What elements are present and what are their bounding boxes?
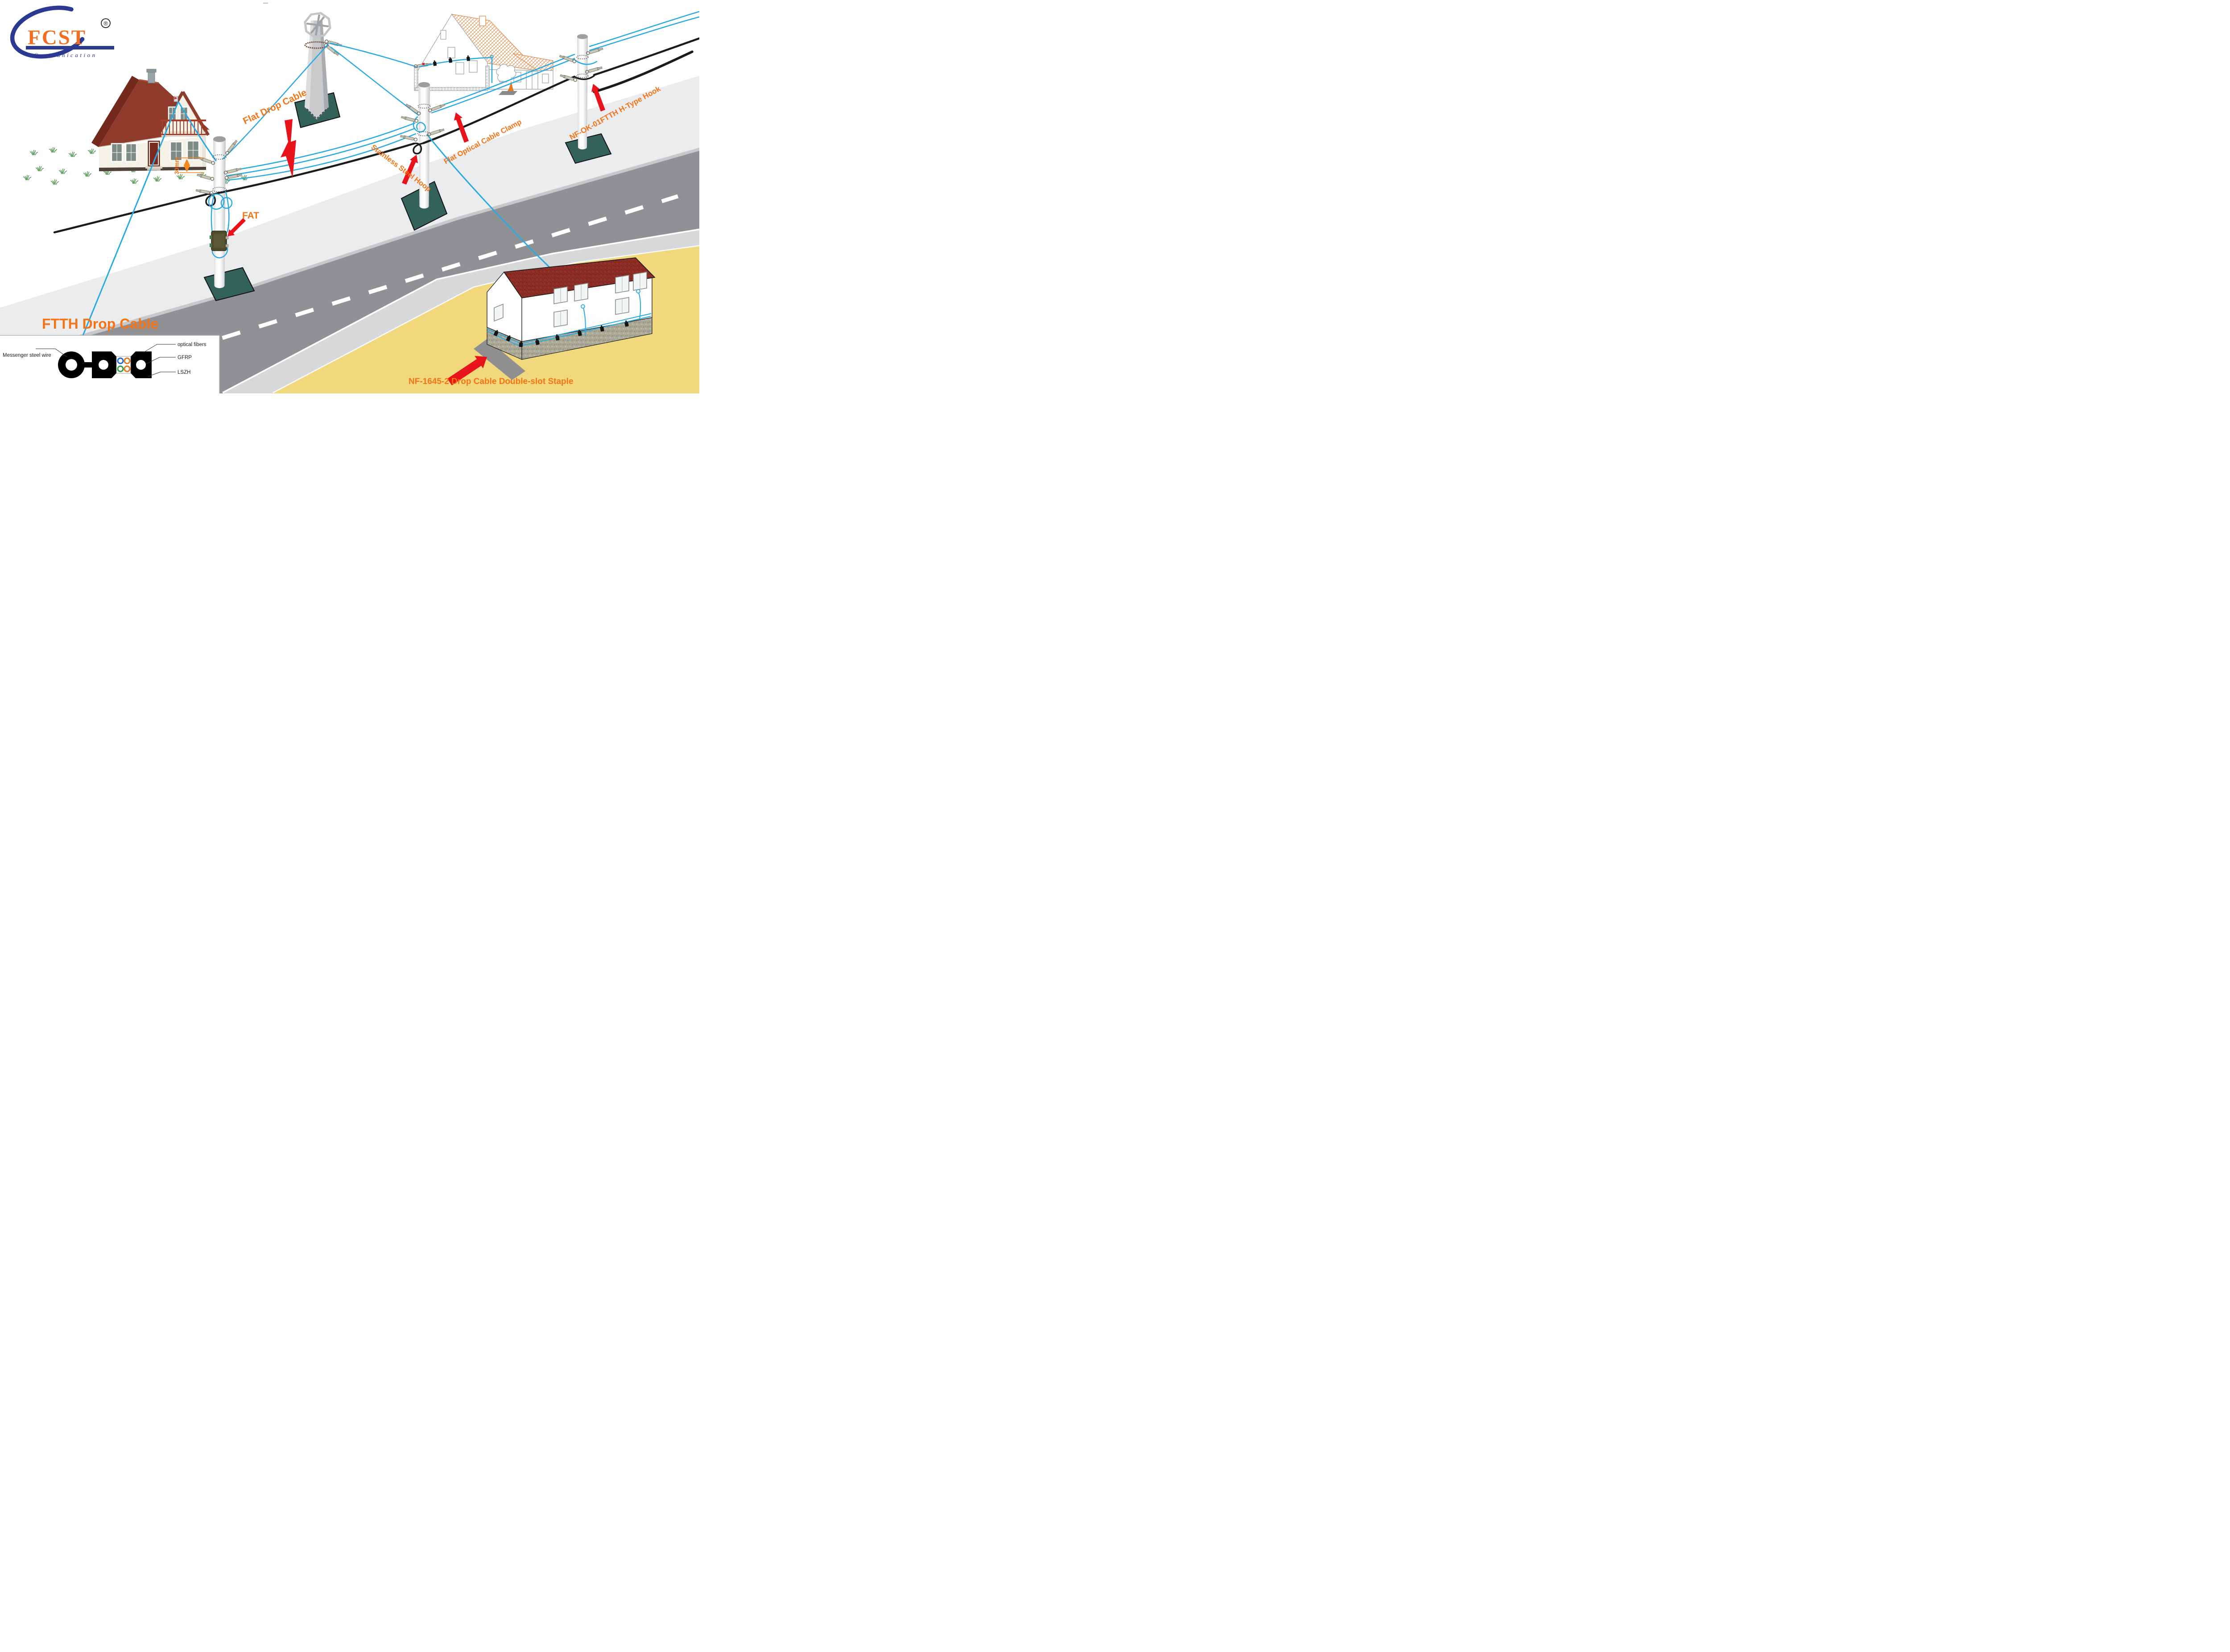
ground [0, 76, 699, 393]
house2-facade-cable [419, 55, 494, 83]
fcst-logo: FCST ® Communication [10, 5, 114, 59]
house-to-pole1 [178, 102, 217, 161]
optical-fibers-label: optical fibers [178, 342, 206, 347]
tower [294, 12, 343, 128]
balcony [161, 120, 206, 137]
pole-1 [203, 136, 255, 301]
window-mullions [560, 273, 640, 326]
stone-quoins [485, 66, 490, 90]
fiber-blue [117, 357, 124, 364]
pole-top [418, 82, 430, 87]
fiber-green [117, 365, 124, 372]
house-left [91, 69, 210, 171]
gfrp-hole-right [136, 360, 146, 370]
cables [53, 11, 699, 336]
ftth-installation-diagram: 30mm Flat Drop Cable Stainless Steel Hoo… [0, 0, 699, 393]
logo-bar [26, 46, 114, 50]
svg-text:®: ® [103, 20, 108, 27]
fat-label: FAT [242, 211, 259, 221]
staple-label: NF-1645-2 Drop Cable Double-slot Staple [409, 377, 574, 386]
gap-30mm-label: 30mm [173, 157, 180, 174]
window-muntins [112, 141, 199, 161]
ground-shadow [474, 339, 525, 380]
house-bottom-right [474, 257, 656, 380]
logo-tagline: Communication [34, 52, 97, 58]
tree-trunk [508, 81, 514, 91]
road-center-dashes [75, 194, 679, 386]
arrow-fat [227, 218, 246, 236]
tower-wheel [304, 12, 331, 38]
messenger-label: Messenger steel wire [3, 353, 51, 358]
tree-ground [499, 91, 517, 95]
fiber-orange [124, 357, 131, 364]
ftth-cable-inset: FTTH Drop Cable optical fibers GFRP LSZH [0, 316, 220, 393]
red-marker [422, 63, 425, 65]
pole-base [565, 133, 612, 164]
cable-cross-section [58, 351, 152, 378]
fiber-orange2 [124, 365, 131, 372]
tower-to-pole2 [330, 46, 419, 116]
tower-to-pole1 [222, 43, 329, 160]
logo-wordmark: FCST [28, 26, 87, 49]
arrow-h-type-hook [591, 84, 605, 112]
inset-leaders [36, 344, 176, 377]
red-marker [174, 97, 178, 99]
arrow-stainless-hoop [402, 155, 418, 185]
registered-mark: ® [101, 18, 111, 28]
chimney [146, 69, 157, 83]
road-shoulder-shadow [0, 148, 699, 361]
gable-roof-edge [181, 91, 210, 136]
gable-cable-device [173, 96, 178, 102]
arrow-flat-drop-cable [281, 119, 296, 178]
lszh-label: LSZH [178, 370, 190, 375]
arrow-staple [447, 356, 487, 385]
pole-body [418, 85, 430, 209]
tower-hoop [304, 41, 329, 49]
drop-cables [82, 11, 699, 336]
tree [496, 64, 516, 82]
fat-box [210, 231, 229, 251]
pole-hardware [195, 46, 604, 195]
far-sidewalk [223, 230, 699, 393]
entry-door [526, 71, 538, 90]
pole-2 [401, 82, 448, 231]
pole-top [577, 34, 588, 39]
arrow-cable-clamp [454, 112, 469, 143]
tower-foot-dashed [306, 107, 328, 120]
gap-30mm-marker: 30mm [173, 157, 204, 174]
pole2-to-bottom-house [426, 134, 552, 269]
roof-left-slope [91, 76, 139, 147]
chimney-outline [479, 16, 486, 26]
roof [503, 257, 656, 298]
sidewalk [0, 76, 699, 361]
road [0, 151, 699, 393]
gable-windows [168, 106, 189, 121]
gfrp-label: GFRP [178, 355, 192, 360]
stone-quoins [414, 66, 418, 91]
pole-body [213, 139, 226, 288]
logo-swoosh [10, 5, 90, 59]
messenger-wire [53, 37, 699, 234]
ftth-long-drop [82, 102, 179, 336]
pole-3 [565, 34, 612, 164]
tower-to-house2 [329, 42, 417, 68]
inset-title: FTTH Drop Cable [42, 316, 158, 332]
downpipe [202, 136, 206, 166]
house-top-right [414, 13, 553, 95]
scene: 30mm Flat Drop Cable Stainless Steel Hoo… [0, 3, 699, 393]
gfrp-hole-left [99, 360, 108, 370]
pole-top [213, 136, 226, 142]
